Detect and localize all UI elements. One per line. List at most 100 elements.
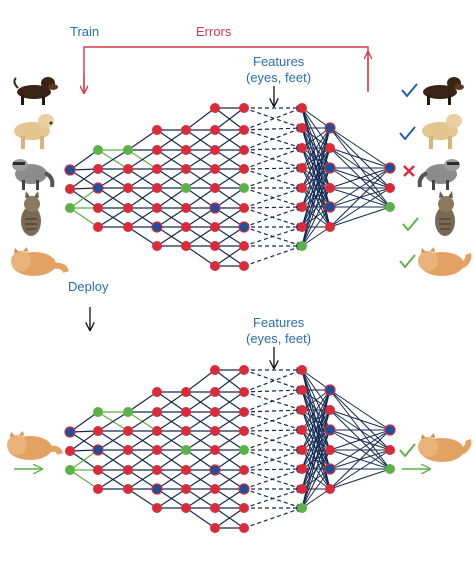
network-edge <box>243 107 303 130</box>
network-edge <box>301 468 331 509</box>
tabby-cat-icon <box>435 191 455 236</box>
network-node <box>181 503 191 513</box>
network-node <box>324 424 336 436</box>
network-node <box>152 387 162 397</box>
network-edge <box>301 127 331 208</box>
network-edge <box>243 145 303 152</box>
network-node <box>239 183 249 193</box>
network-node <box>152 445 162 455</box>
network-node <box>93 484 103 494</box>
network-node <box>325 143 335 153</box>
network-edge <box>329 429 391 490</box>
network-edge <box>243 448 303 471</box>
network-edge <box>243 428 303 451</box>
network-edge <box>156 129 187 151</box>
network-node <box>297 484 307 494</box>
network-node <box>152 407 162 417</box>
network-edge <box>214 226 245 247</box>
network-node <box>123 203 133 213</box>
network-node <box>297 202 307 212</box>
network-edge <box>97 168 129 189</box>
network-node <box>152 503 162 513</box>
network-node <box>210 261 220 271</box>
network-node <box>93 407 103 417</box>
network-edge <box>214 430 245 451</box>
network-edge <box>127 129 158 151</box>
network-edge <box>185 411 216 432</box>
network-node <box>385 202 395 212</box>
network-node <box>238 221 250 233</box>
network-node <box>297 405 307 415</box>
network-edge <box>185 226 216 247</box>
network-node <box>181 484 191 494</box>
network-edge <box>185 129 216 151</box>
network-edge <box>329 429 391 451</box>
network-node <box>210 445 220 455</box>
network-edge <box>243 205 303 228</box>
network-edge <box>69 168 99 190</box>
network-node <box>239 125 249 135</box>
network-node <box>210 426 220 436</box>
network-edge <box>214 149 245 170</box>
network-node <box>65 184 75 194</box>
errors-label: Errors <box>196 24 232 39</box>
network-edge <box>127 207 158 228</box>
network-edge <box>243 506 303 529</box>
network-node <box>123 426 133 436</box>
network-edges <box>69 367 391 529</box>
network-node <box>297 464 307 474</box>
network-node <box>93 164 103 174</box>
network-node <box>152 164 162 174</box>
network-edge <box>301 429 331 509</box>
network-node <box>209 202 221 214</box>
check-green-icon <box>402 217 419 232</box>
network-edge <box>156 411 187 432</box>
network-edge <box>214 207 245 228</box>
network-node <box>297 222 307 232</box>
network-edge <box>243 387 303 394</box>
check-green-icon <box>399 443 416 458</box>
network-node <box>297 183 307 193</box>
network-node <box>239 387 249 397</box>
network-edge <box>185 507 216 529</box>
network-node <box>297 143 307 153</box>
network-node <box>92 182 104 194</box>
network-node <box>123 407 133 417</box>
network-edge <box>69 207 99 228</box>
network-node <box>181 407 191 417</box>
network-edge <box>329 127 391 169</box>
network-node <box>239 426 249 436</box>
network-node <box>297 425 307 435</box>
network-edge <box>301 369 331 391</box>
network-node <box>93 222 103 232</box>
network-edge <box>156 207 187 228</box>
network-node <box>238 483 250 495</box>
check-blue-icon <box>401 83 418 98</box>
network-edge <box>243 147 303 170</box>
network-node <box>93 426 103 436</box>
network-edge <box>127 469 158 490</box>
network-node <box>324 463 336 475</box>
network-node <box>297 365 307 375</box>
raccoon-icon <box>417 159 460 190</box>
network-edge <box>243 369 303 392</box>
persian-cat-icon <box>418 247 472 276</box>
features-sublabel-bottom: (eyes, feet) <box>246 331 311 346</box>
network-edge <box>185 187 216 209</box>
network-node <box>325 222 335 232</box>
dachshund-icon <box>423 77 464 105</box>
network-node <box>210 164 220 174</box>
network-edge <box>243 466 303 473</box>
network-node <box>123 465 133 475</box>
network-edge <box>329 468 391 490</box>
network-node <box>123 164 133 174</box>
network-edge <box>185 107 216 131</box>
network-edge <box>127 187 158 209</box>
network-edge <box>156 488 187 509</box>
network-edge <box>243 467 303 490</box>
network-node <box>93 465 103 475</box>
network-edge <box>243 186 303 209</box>
network-edge <box>127 149 158 170</box>
network-edge <box>301 449 331 509</box>
network-edge <box>214 411 245 432</box>
